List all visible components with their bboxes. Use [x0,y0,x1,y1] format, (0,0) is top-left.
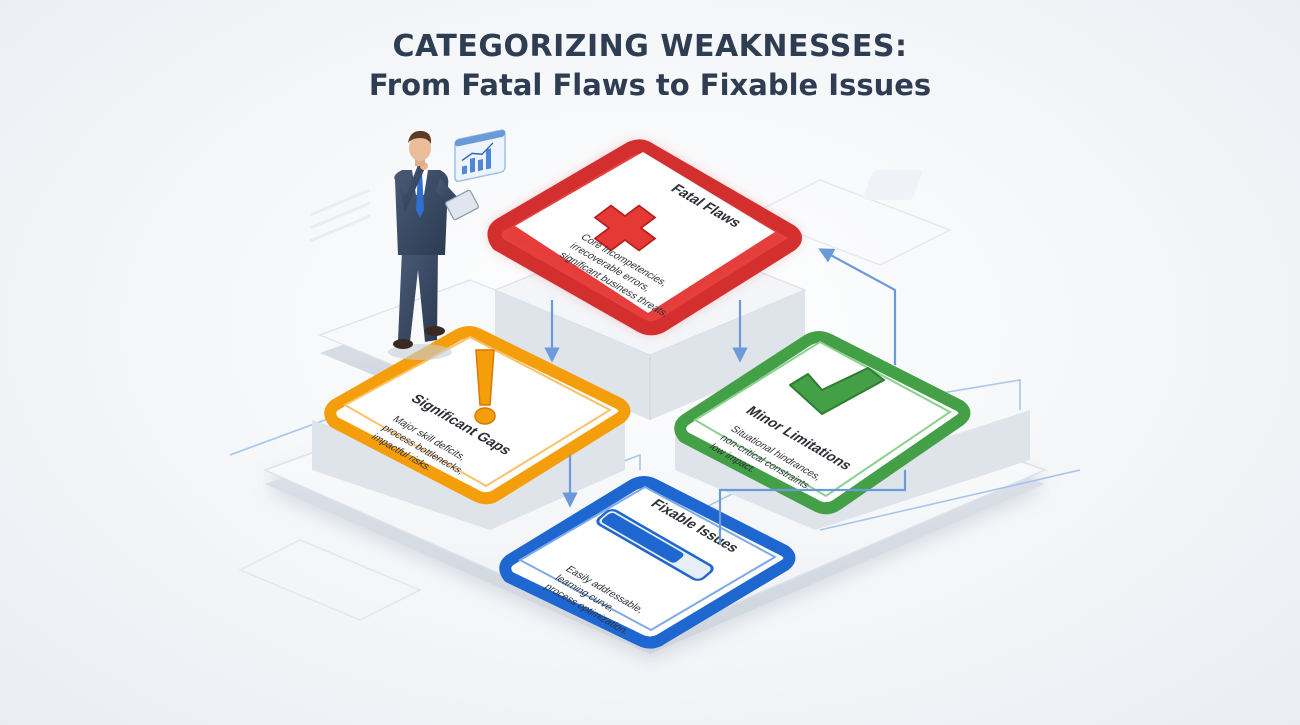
bg-tile [863,170,922,200]
background-panels [238,170,952,621]
card-fatal-flaws: Fatal Flaws Core incompetencies, irrecov… [487,139,802,336]
checkmark-icon [789,367,885,415]
minor-card-face [693,340,952,498]
bg-panel [748,179,952,266]
panel-bar [486,148,491,170]
circuit-line [819,469,1081,531]
arrow-minor-to-fatal [818,248,897,365]
fixable-card-face [517,485,778,632]
progress-fill [601,513,684,563]
businessman-figure [388,130,479,360]
fatal-card-border [487,139,802,336]
x-icon [593,204,657,252]
card-minor-limitations: Minor Limitations Situational hindrances… [674,331,971,515]
flow-arrows [544,248,907,545]
tablet [445,189,479,221]
bg-line [309,201,371,230]
card-significant-gaps: Significant Gaps Major skill deficits, p… [324,326,631,505]
panel-line [461,142,494,162]
bg-line [309,188,371,217]
panel-bar [462,165,467,175]
exclamation-icon [474,349,496,425]
progress-bar-icon [596,509,714,581]
bg-panel [238,539,422,621]
analytics-panel [454,129,506,183]
bg-line [309,214,371,243]
diagram-title: CATEGORIZING WEAKNESSES: From Fatal Flaw… [0,28,1300,104]
panel-bar [470,157,475,173]
title-line-1: CATEGORIZING WEAKNESSES: [392,29,908,64]
card-fixable-issues: Fixable Issues Easily addressable, learn… [499,476,796,649]
title-line-2: From Fatal Flaws to Fixable Issues [368,68,932,102]
arrow-fixable-to-minor [718,470,907,545]
panel-bar [478,159,483,172]
